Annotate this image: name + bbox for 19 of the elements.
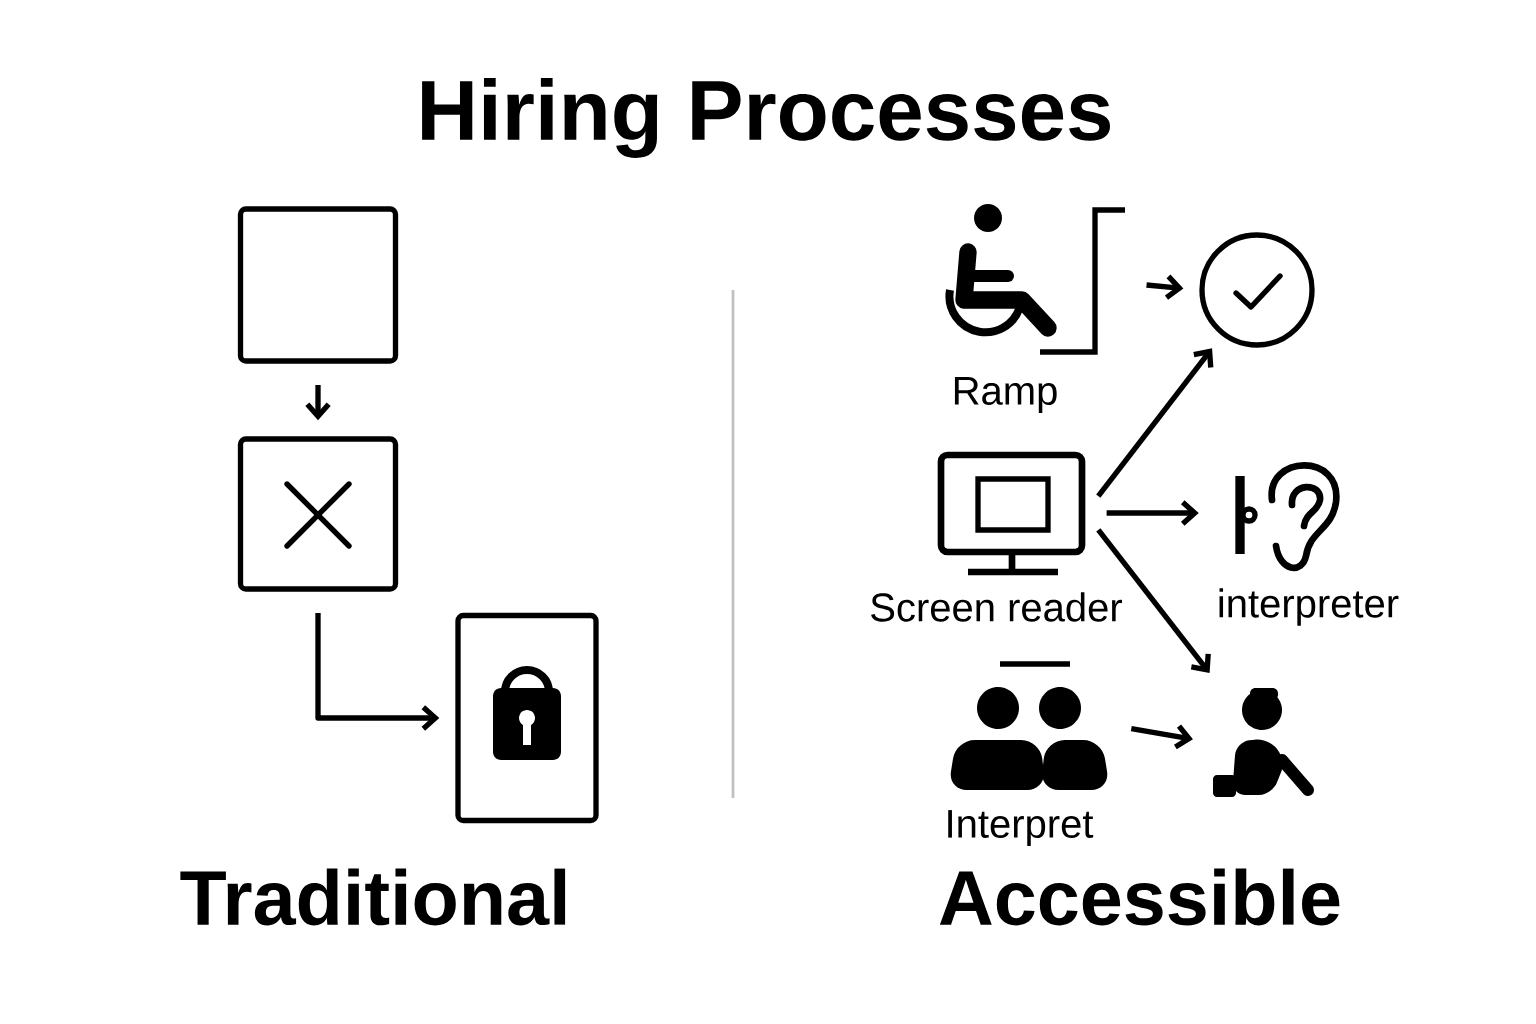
rejected-box (237, 436, 399, 592)
empty-box (237, 206, 399, 364)
column-heading: Accessible (939, 868, 1340, 926)
icon-caption: interpreter (1219, 588, 1399, 626)
icon-caption: Screen reader (871, 592, 1122, 622)
title: Hiring Processes (422, 78, 1110, 158)
arrow (1130, 724, 1193, 750)
icon-caption: Ramp (954, 377, 1057, 413)
arrow (1106, 500, 1199, 526)
person-drawing (1213, 688, 1314, 797)
arrow (1096, 348, 1214, 498)
check-circle (1199, 232, 1315, 348)
arrow (1146, 274, 1184, 300)
column-heading: Traditional (180, 868, 566, 926)
arrow (305, 385, 331, 421)
locked-box (455, 612, 599, 824)
icon-caption: Interpret (948, 810, 1094, 846)
arrow (1096, 528, 1211, 674)
arrow (315, 613, 440, 731)
